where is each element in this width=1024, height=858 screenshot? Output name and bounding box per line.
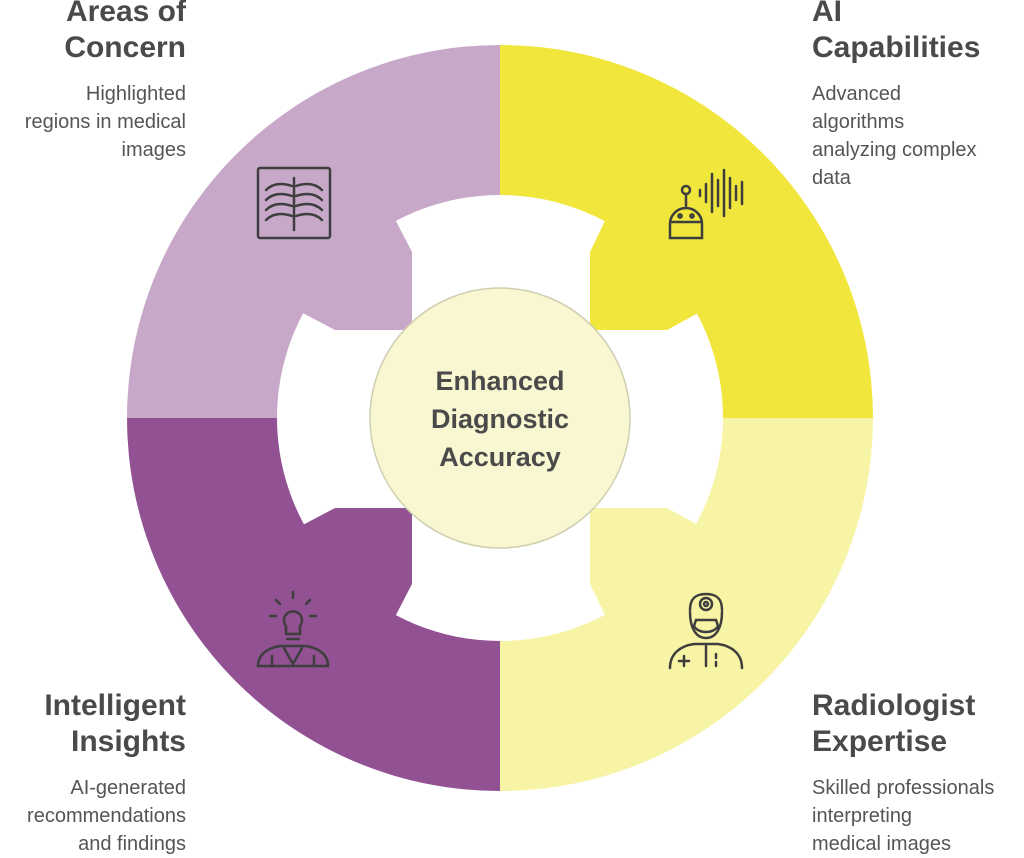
- radiologist-desc-line-1: Skilled professionals: [812, 777, 995, 799]
- ai-title-line-2: Capabilities: [812, 31, 981, 64]
- ai-robot-soundwave-icon: [668, 168, 744, 240]
- areas-title-line-2: Concern: [64, 31, 186, 64]
- radiologist-expertise-label: Radiologist Expertise Skilled profession…: [812, 688, 994, 858]
- center-circle: [369, 287, 631, 549]
- radiologist-desc-line-2: interpreting: [812, 805, 913, 827]
- radiologist-expertise-description: Skilled professionals interpreting medic…: [812, 774, 994, 858]
- areas-of-concern-description: Highlighted regions in medical images: [25, 80, 186, 164]
- areas-title-line-1: Areas of: [65, 0, 186, 28]
- ai-capabilities-description: Advanced algorithms analyzing complex da…: [812, 80, 980, 192]
- ai-desc-line-3: analyzing complex: [812, 139, 977, 161]
- radiologist-desc-line-3: medical images: [812, 833, 951, 855]
- areas-desc-line-3: images: [121, 139, 186, 161]
- ai-capabilities-arrow: [590, 196, 722, 330]
- ai-capabilities-label: AI Capabilities Advanced algorithms anal…: [812, 0, 980, 192]
- intelligent-insights-title: Intelligent Insights: [27, 688, 186, 760]
- ai-desc-line-4: data: [812, 167, 851, 189]
- radiologist-doctor-icon: [668, 592, 744, 670]
- insights-title-line-1: Intelligent: [44, 689, 186, 722]
- xray-chest-icon: [256, 166, 332, 240]
- ai-title-line-1: AI: [812, 0, 842, 28]
- radiologist-expertise-arrow: [590, 508, 722, 640]
- center-line-2: Diagnostic: [431, 404, 569, 434]
- insights-desc-line-1: AI-generated: [70, 777, 186, 799]
- lightbulb-person-icon: [256, 590, 330, 668]
- ai-capabilities-segment: [500, 45, 873, 418]
- ai-desc-line-2: algorithms: [812, 111, 905, 133]
- intelligent-insights-arrow: [278, 508, 412, 640]
- intelligent-insights-segment: [127, 418, 500, 791]
- ai-desc-line-1: Advanced: [812, 83, 901, 105]
- intelligent-insights-label: Intelligent Insights AI-generated recomm…: [27, 688, 186, 858]
- center-line-3: Accuracy: [439, 442, 561, 472]
- center-line-1: Enhanced: [435, 366, 564, 396]
- areas-of-concern-arrow: [278, 196, 412, 330]
- insights-desc-line-2: recommendations: [27, 805, 186, 827]
- ai-capabilities-title: AI Capabilities: [812, 0, 980, 66]
- intelligent-insights-description: AI-generated recommendations and finding…: [27, 774, 186, 858]
- radiologist-title-line-1: Radiologist: [812, 689, 976, 722]
- radiologist-expertise-segment: [500, 418, 873, 791]
- radiologist-expertise-title: Radiologist Expertise: [812, 688, 994, 760]
- insights-title-line-2: Insights: [70, 725, 186, 758]
- areas-desc-line-1: Highlighted: [85, 83, 186, 105]
- areas-of-concern-label: Areas of Concern Highlighted regions in …: [25, 0, 186, 164]
- areas-desc-line-2: regions in medical: [24, 111, 186, 133]
- insights-desc-line-3: and findings: [78, 833, 186, 855]
- areas-of-concern-title: Areas of Concern: [25, 0, 186, 66]
- areas-of-concern-segment: [127, 45, 500, 418]
- radiologist-title-line-2: Expertise: [812, 725, 948, 758]
